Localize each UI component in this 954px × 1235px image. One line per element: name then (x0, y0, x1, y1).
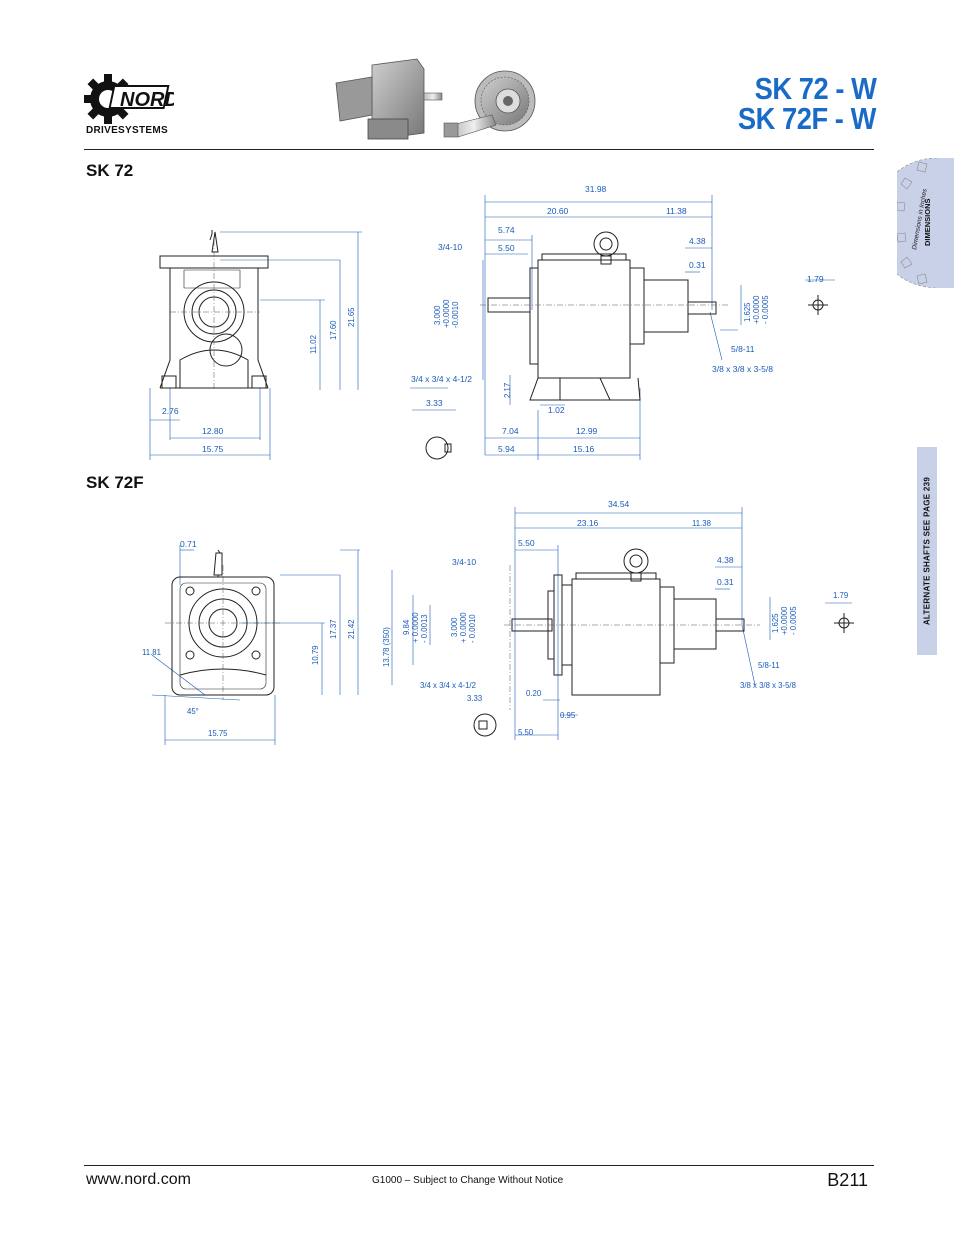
dim-sk72f-5-8-11: 5/8-11 (758, 661, 780, 670)
sk72f-dimension-drawing: 34.54 23.16 11.38 5.50 3/4-10 4.38 0.31 … (142, 499, 854, 745)
page-title-line2: SK 72F - W (737, 101, 877, 136)
dim-sk72f-34-54: 34.54 (608, 499, 630, 509)
dim-sk72f-17-37: 17.37 (329, 619, 338, 639)
dim-sk72f-13-78: 13.78 (350) (382, 627, 391, 667)
dim-sk72f-3-33: 3.33 (467, 694, 482, 703)
alternate-shafts-tab: ALTERNATE SHAFTS SEE PAGE 239 (917, 447, 937, 655)
brand-logo-text: NORD (120, 89, 174, 111)
dim-sk72-key-large: 3/4 x 3/4 x 4-1/2 (411, 374, 472, 384)
dim-sk72-17-60: 17.60 (329, 320, 338, 340)
dim-sk72f-23-16: 23.16 (577, 518, 599, 528)
dim-sk72f-10-79: 10.79 (311, 645, 320, 665)
dim-sk72-2-17: 2.17 (503, 383, 512, 398)
dim-sk72f-1-79: 1.79 (833, 591, 848, 600)
dim-sk72f-0-31: 0.31 (717, 577, 734, 587)
sk72-dimension-drawing: 31.98 20.60 11.38 5.74 5.50 3/4-10 4.38 … (149, 184, 835, 460)
nord-gear-logo: NORD (84, 74, 174, 124)
dim-sk72f-3-4-10: 3/4-10 (452, 557, 476, 567)
dimensions-tab: DIMENSIONS Dimensions in Inches (897, 158, 954, 288)
dim-sk72f-1625-minus: - 0.0005 (789, 606, 798, 635)
dim-sk72-1625: 1.625 (743, 302, 752, 322)
dim-sk72-5-94: 5.94 (498, 444, 515, 454)
dim-sk72f-45: 45° (187, 707, 199, 716)
dim-sk72-1625-plus: +0.0000 (752, 295, 761, 324)
dim-sk72f-4-38: 4.38 (717, 555, 734, 565)
footer-rule (84, 1165, 874, 1166)
dim-sk72-15-75: 15.75 (202, 444, 224, 454)
dim-sk72f-0-71: 0.71 (180, 539, 197, 549)
dim-sk72-3-33: 3.33 (426, 398, 443, 408)
dim-sk72f-11-38: 11.38 (692, 519, 711, 528)
section-title-sk72f: SK 72F (86, 473, 144, 492)
dim-sk72f-0-20: 0.20 (526, 689, 542, 698)
dim-sk72-0-31: 0.31 (689, 260, 706, 270)
dim-sk72-20-60: 20.60 (547, 206, 569, 216)
dim-sk72-12-80: 12.80 (202, 426, 224, 436)
dim-sk72f-9-84-plus: + 0.0000 (411, 612, 420, 643)
dim-sk72-4-38: 4.38 (689, 236, 706, 246)
page-title-line1: SK 72 - W (754, 71, 876, 106)
dim-sk72-12-99: 12.99 (576, 426, 598, 436)
dim-sk72-1-79: 1.79 (807, 274, 824, 284)
dim-sk72-5-8-11: 5/8-11 (731, 344, 755, 354)
dim-sk72-5-50: 5.50 (498, 243, 515, 253)
footer-notice: G1000 – Subject to Change Without Notice (372, 1175, 564, 1186)
dim-sk72f-3000: 3.000 (450, 617, 459, 637)
dim-sk72-7-04: 7.04 (502, 426, 519, 436)
dim-sk72f-0-95: 0.95 (560, 711, 576, 720)
dim-sk72-3000: 3.000 (433, 305, 442, 325)
section-title-sk72: SK 72 (86, 161, 134, 180)
page-number: B211 (827, 1170, 868, 1190)
dim-sk72-11-38: 11.38 (666, 206, 687, 216)
dim-sk72-3000-plus: +0.0000 (442, 299, 451, 328)
dim-sk72f-1625-plus: +0.0000 (780, 606, 789, 635)
dim-sk72-5-74: 5.74 (498, 225, 515, 235)
alternate-shafts-label: ALTERNATE SHAFTS SEE PAGE 239 (922, 476, 932, 626)
dim-sk72f-5-50b: 5.50 (518, 728, 534, 737)
dim-sk72f-9-84: 9.84 (402, 619, 411, 635)
dim-sk72-1625-minus: - 0.0005 (761, 295, 770, 324)
dim-sk72f-21-42: 21.42 (347, 619, 356, 639)
dim-sk72f-9-84-minus: - 0.0013 (420, 614, 429, 643)
dim-sk72-31-98: 31.98 (585, 184, 607, 194)
dim-sk72f-5-50: 5.50 (518, 538, 535, 548)
dim-sk72f-key-small: 3/8 x 3/8 x 3-5/8 (740, 681, 796, 690)
dim-sk72-15-16: 15.16 (573, 444, 595, 454)
dim-sk72-key-small: 3/8 x 3/8 x 3-5/8 (712, 364, 773, 374)
gearbox-product-illustration (335, 58, 536, 140)
dim-sk72-11-02: 11.02 (309, 335, 318, 354)
dim-sk72-21-65: 21.65 (347, 307, 356, 327)
dimensions-tab-label: DIMENSIONS (923, 198, 932, 246)
dim-sk72-3-4-10: 3/4-10 (438, 242, 462, 252)
dim-sk72f-3000-plus: + 0.0000 (459, 612, 468, 643)
dim-sk72-2-76: 2.76 (162, 406, 179, 416)
dim-sk72-3000-minus: -0.0010 (451, 301, 460, 328)
dim-sk72f-3000-minus: - 0.0010 (468, 614, 477, 643)
website-url[interactable]: www.nord.com (86, 1171, 191, 1188)
dim-sk72f-key-large: 3/4 x 3/4 x 4-1/2 (420, 681, 476, 690)
dim-sk72f-11-81: 11.81 (142, 648, 161, 657)
dim-sk72f-15-75: 15.75 (208, 729, 228, 738)
brand-subtitle: DRIVESYSTEMS (86, 125, 168, 136)
header-rule (84, 149, 874, 150)
dim-sk72-1-02: 1.02 (548, 405, 565, 415)
dim-sk72f-1625: 1.625 (771, 613, 780, 633)
